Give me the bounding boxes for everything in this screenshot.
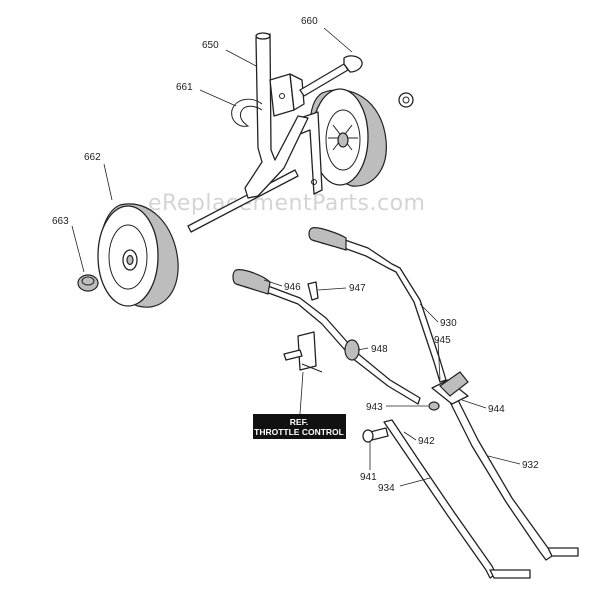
right-wheel <box>309 88 387 187</box>
label-650: 650 <box>202 40 219 51</box>
label-663: 663 <box>52 216 69 227</box>
label-661: 661 <box>176 82 193 93</box>
ref-box-line1: REF. <box>290 417 308 427</box>
label-942: 942 <box>418 436 435 447</box>
ref-throttle-control-box: REF. THROTTLE CONTROL <box>253 414 346 439</box>
label-945: 945 <box>434 335 451 346</box>
cable-clip <box>344 339 360 361</box>
upper-handle-946 <box>232 269 421 405</box>
washer <box>398 92 414 108</box>
wheel-frame <box>244 32 309 199</box>
ref-box-line2: THROTTLE CONTROL <box>254 427 344 437</box>
handle-mount-plates <box>428 371 469 411</box>
label-944: 944 <box>488 404 505 415</box>
hubcap <box>77 274 99 292</box>
label-930: 930 <box>440 318 457 329</box>
label-943: 943 <box>366 402 383 413</box>
label-934: 934 <box>378 483 395 494</box>
screw <box>307 281 319 301</box>
label-660: 660 <box>301 16 318 27</box>
label-941: 941 <box>360 472 377 483</box>
watermark: eReplacementParts.com <box>148 191 425 216</box>
hairpin-clip <box>231 98 263 127</box>
lower-handle-932 <box>443 387 579 561</box>
label-947: 947 <box>349 283 366 294</box>
bolt <box>299 55 363 97</box>
handle-bolt <box>362 427 389 443</box>
height-adjust-bracket <box>269 73 305 117</box>
upper-handle-930 <box>308 227 447 383</box>
label-946: 946 <box>284 282 301 293</box>
label-932: 932 <box>522 460 539 471</box>
label-662: 662 <box>84 152 101 163</box>
lower-handle-934 <box>383 419 531 579</box>
label-948: 948 <box>371 344 388 355</box>
left-wheel <box>97 203 179 308</box>
throttle-control-bracket <box>283 331 323 373</box>
